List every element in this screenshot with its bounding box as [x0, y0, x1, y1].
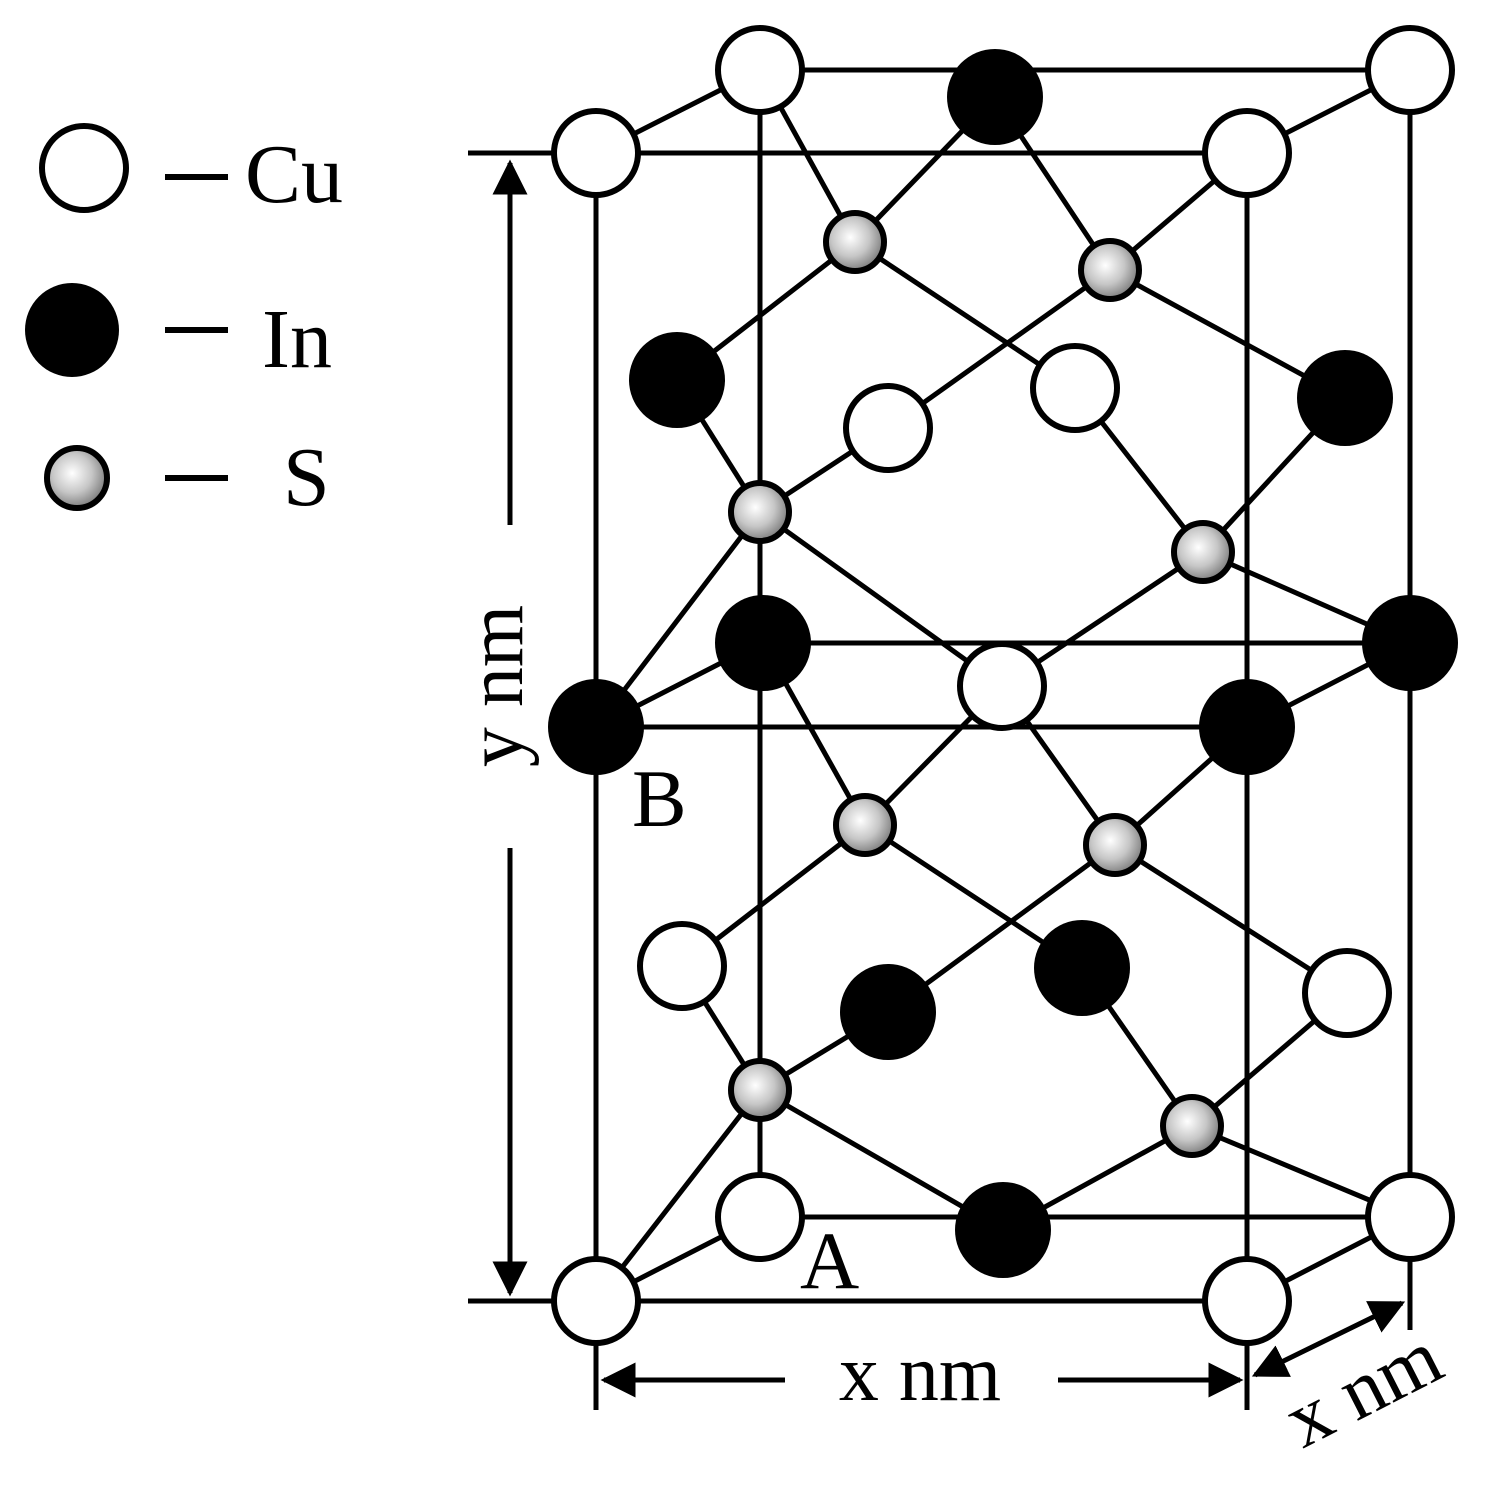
cu-atom: [637, 921, 727, 1011]
s-atom: [1160, 1094, 1224, 1158]
in-atom: [840, 964, 936, 1060]
in-atom: [1362, 595, 1458, 691]
in-legend-icon: [25, 283, 119, 377]
s-atom: [728, 480, 792, 544]
legend: Cu In S: [25, 123, 343, 524]
s-atom: [728, 1058, 792, 1122]
point-label-b: B: [632, 753, 687, 844]
legend-item-cu: Cu: [39, 123, 343, 221]
in-atoms: [548, 49, 1458, 1278]
cu-atom: [551, 108, 641, 198]
width-dimension-label: x nm: [839, 1330, 1001, 1418]
in-atom: [955, 1182, 1051, 1278]
cu-atom: [1202, 108, 1292, 198]
legend-label-in: In: [262, 293, 332, 386]
cu-atoms: [551, 25, 1455, 1346]
cu-atom: [1365, 1172, 1455, 1262]
in-atom: [947, 49, 1043, 145]
in-atom: [629, 332, 725, 428]
point-label-a: A: [800, 1215, 859, 1306]
depth-dimension-label: x nm: [1271, 1313, 1456, 1465]
cu-atom: [551, 1256, 641, 1346]
legend-item-s: S: [44, 431, 330, 524]
s-atom: [823, 210, 887, 274]
depth-arrow: [1251, 1300, 1406, 1378]
s-atom: [1078, 238, 1142, 302]
cu-atom: [715, 25, 805, 115]
s-legend-icon: [44, 445, 110, 511]
cu-legend-icon: [39, 123, 129, 213]
in-atom: [1297, 350, 1393, 446]
in-atom: [715, 595, 811, 691]
s-atom: [833, 793, 897, 857]
s-atom: [1083, 813, 1147, 877]
cu-atom: [1030, 343, 1120, 433]
legend-label-s: S: [283, 431, 330, 524]
in-atom: [1034, 920, 1130, 1016]
cu-atom: [1302, 948, 1392, 1038]
s-atoms: [728, 210, 1235, 1158]
legend-label-cu: Cu: [245, 128, 343, 221]
height-dimension-label: y nm: [452, 605, 540, 767]
legend-item-in: In: [25, 283, 332, 386]
cu-atom: [1365, 25, 1455, 115]
dimension-arrows: [492, 159, 1406, 1398]
in-atom: [548, 679, 644, 775]
cu-atom: [715, 1172, 805, 1262]
cu-atom: [843, 383, 933, 473]
in-atom: [1199, 679, 1295, 775]
s-atom: [1171, 520, 1235, 584]
cu-atom: [1202, 1256, 1292, 1346]
cu-atom: [957, 641, 1047, 731]
